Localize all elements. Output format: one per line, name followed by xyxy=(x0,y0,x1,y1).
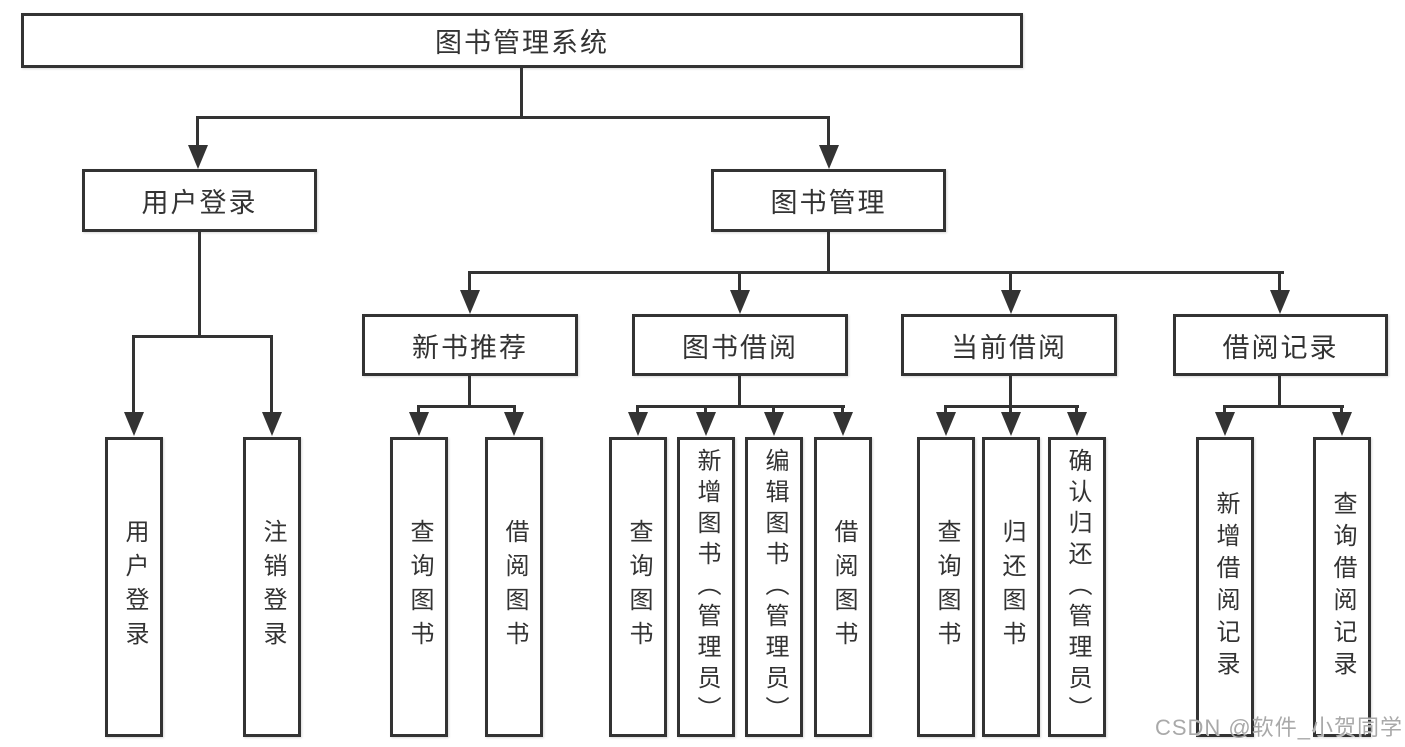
leaf-current-query-books-label: 查询图书 xyxy=(933,519,960,655)
node-borrow-records: 借阅记录 xyxy=(1173,314,1388,376)
leaf-current-query-books: 查询图书 xyxy=(917,437,975,737)
leaf-current-confirm-return-admin: 确认归还（管理员） xyxy=(1048,437,1106,737)
node-new-book-recommend: 新书推荐 xyxy=(362,314,578,376)
arrow-down-icon xyxy=(1215,412,1235,436)
leaf-rec-query-books: 查询图书 xyxy=(390,437,448,737)
leaf-record-query-borrow-record-label: 查询借阅记录 xyxy=(1329,491,1356,683)
leaf-user-login: 用户登录 xyxy=(105,437,163,737)
connector-record-stem xyxy=(1278,376,1281,408)
leaf-current-return-books-label: 归还图书 xyxy=(998,519,1025,655)
leaf-borrow-query-books: 查询图书 xyxy=(609,437,667,737)
arrow-down-icon xyxy=(188,145,208,169)
connector-current-branch-2 xyxy=(1009,405,1012,415)
leaf-record-query-borrow-record: 查询借阅记录 xyxy=(1313,437,1371,737)
leaf-rec-borrow-books-label: 借阅图书 xyxy=(501,519,528,655)
arrow-down-icon xyxy=(1001,412,1021,436)
leaf-borrow-edit-books-admin-label: 编辑图书（管理员） xyxy=(761,447,788,727)
leaf-borrow-borrow-books-label: 借阅图书 xyxy=(830,519,857,655)
leaf-borrow-edit-books-admin: 编辑图书（管理员） xyxy=(745,437,803,737)
arrow-down-icon xyxy=(1270,290,1290,314)
arrow-down-icon xyxy=(936,412,956,436)
connector-mgmt-stem xyxy=(827,232,830,274)
connector-borrow-branch-4 xyxy=(841,405,844,415)
connector-mgmt-branch-1 xyxy=(468,271,471,292)
leaf-borrow-borrow-books: 借阅图书 xyxy=(814,437,872,737)
connector-current-stem xyxy=(1009,376,1012,408)
node-user-login: 用户登录 xyxy=(82,169,317,232)
connector-current-branch-3 xyxy=(1075,405,1078,415)
connector-borrow-branch-1 xyxy=(636,405,639,415)
leaf-user-login-label: 用户登录 xyxy=(121,519,148,655)
arrow-down-icon xyxy=(764,412,784,436)
connector-mgmt-branch-3 xyxy=(1009,271,1012,292)
connector-login-branch-1 xyxy=(132,335,135,415)
arrow-down-icon xyxy=(628,412,648,436)
connector-mgmt-branch-2 xyxy=(738,271,741,292)
node-book-borrow: 图书借阅 xyxy=(632,314,848,376)
arrow-down-icon xyxy=(730,290,750,314)
connector-current-branch-1 xyxy=(944,405,947,415)
node-book-management: 图书管理 xyxy=(711,169,946,232)
arrow-down-icon xyxy=(504,412,524,436)
connector-record-branch-2 xyxy=(1340,405,1343,415)
node-new-book-recommend-label: 新书推荐 xyxy=(412,332,528,363)
connector-mgmt-hbar xyxy=(468,271,1284,274)
arrow-down-icon xyxy=(409,412,429,436)
node-borrow-records-label: 借阅记录 xyxy=(1222,332,1339,363)
arrow-down-icon xyxy=(833,412,853,436)
leaf-logout-label: 注销登录 xyxy=(259,519,286,655)
arrow-down-icon xyxy=(696,412,716,436)
leaf-record-add-borrow-record: 新增借阅记录 xyxy=(1196,437,1254,737)
leaf-rec-query-books-label: 查询图书 xyxy=(406,519,433,655)
connector-borrow-hbar xyxy=(636,405,845,408)
leaf-logout: 注销登录 xyxy=(243,437,301,737)
leaf-current-confirm-return-admin-label: 确认归还（管理员） xyxy=(1064,447,1091,727)
connector-root-hbar xyxy=(196,116,830,119)
arrow-down-icon xyxy=(1067,412,1087,436)
connector-rec-stem xyxy=(468,376,471,408)
arrow-down-icon xyxy=(819,145,839,169)
arrow-down-icon xyxy=(262,412,282,436)
connector-rec-branch-1 xyxy=(417,405,420,415)
connector-login-stem xyxy=(198,232,201,338)
arrow-down-icon xyxy=(1332,412,1352,436)
node-root-label: 图书管理系统 xyxy=(435,28,609,58)
leaf-current-return-books: 归还图书 xyxy=(982,437,1040,737)
connector-borrow-stem xyxy=(738,376,741,408)
connector-record-hbar xyxy=(1223,405,1344,408)
node-book-borrow-label: 图书借阅 xyxy=(682,332,798,363)
node-book-management-label: 图书管理 xyxy=(770,188,887,218)
connector-borrow-branch-2 xyxy=(704,405,707,415)
node-current-borrow-label: 当前借阅 xyxy=(951,332,1067,363)
connector-root-stem xyxy=(520,68,523,119)
node-root: 图书管理系统 xyxy=(21,13,1023,68)
connector-mgmt-branch-4 xyxy=(1278,271,1281,292)
connector-record-branch-1 xyxy=(1223,405,1226,415)
arrow-down-icon xyxy=(1001,290,1021,314)
connector-borrow-branch-3 xyxy=(772,405,775,415)
leaf-borrow-add-books-admin: 新增图书（管理员） xyxy=(677,437,735,737)
leaf-rec-borrow-books: 借阅图书 xyxy=(485,437,543,737)
arrow-down-icon xyxy=(460,290,480,314)
node-current-borrow: 当前借阅 xyxy=(901,314,1117,376)
csdn-watermark: CSDN @软件_小贺同学 xyxy=(1154,715,1403,740)
node-user-login-label: 用户登录 xyxy=(141,188,258,218)
connector-root-branch-right xyxy=(827,116,830,147)
arrow-down-icon xyxy=(124,412,144,436)
connector-login-branch-2 xyxy=(270,335,273,415)
leaf-borrow-query-books-label: 查询图书 xyxy=(625,519,652,655)
connector-login-hbar xyxy=(132,335,273,338)
leaf-borrow-add-books-admin-label: 新增图书（管理员） xyxy=(693,447,720,727)
connector-root-branch-left xyxy=(196,116,199,147)
leaf-record-add-borrow-record-label: 新增借阅记录 xyxy=(1212,491,1239,683)
connector-rec-hbar xyxy=(417,405,516,408)
connector-rec-branch-2 xyxy=(513,405,516,415)
